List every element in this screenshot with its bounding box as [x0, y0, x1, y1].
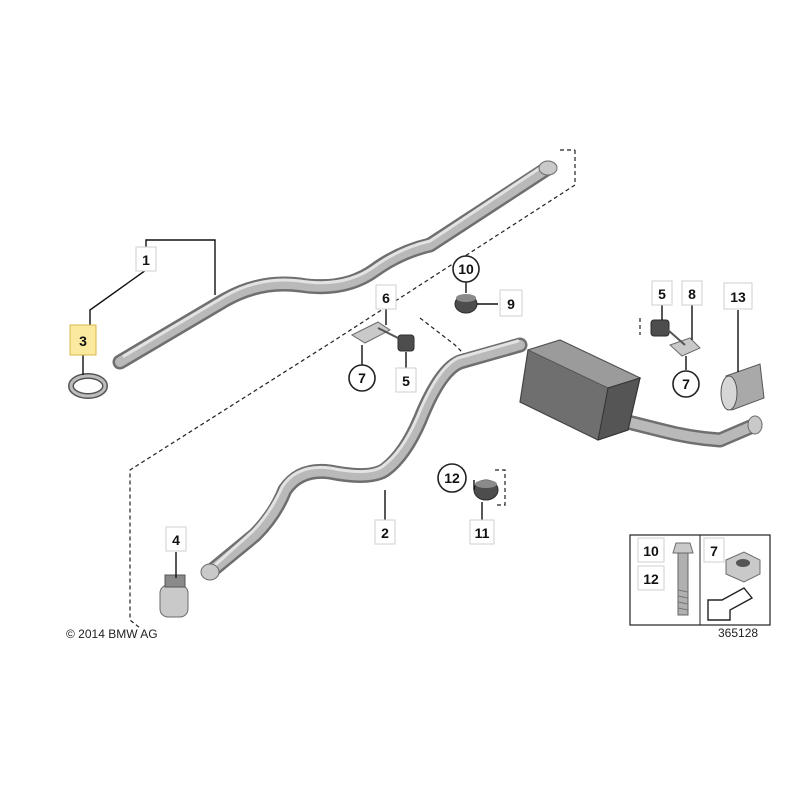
- callout-11[interactable]: 11: [469, 519, 495, 545]
- clamp-with-bolts[interactable]: [159, 574, 189, 618]
- rubber-mount-left[interactable]: [397, 334, 415, 352]
- front-pipe[interactable]: [112, 160, 558, 370]
- callout-1[interactable]: 1: [135, 246, 157, 272]
- rubber-mount-lower[interactable]: [473, 479, 499, 501]
- bracket-right[interactable]: [650, 319, 701, 357]
- center-pipe[interactable]: [200, 337, 528, 581]
- svg-text:12: 12: [444, 470, 460, 486]
- svg-text:13: 13: [730, 289, 746, 305]
- svg-text:11: 11: [475, 525, 490, 541]
- diagram-number: 365128: [718, 626, 758, 640]
- callout-7-right[interactable]: 7: [672, 370, 700, 398]
- svg-text:5: 5: [402, 373, 410, 389]
- legend-bolt-label-bottom: 12: [643, 571, 659, 587]
- svg-text:3: 3: [79, 333, 87, 349]
- pipe-end: [200, 563, 220, 581]
- svg-text:2: 2: [381, 525, 389, 541]
- callout-4[interactable]: 4: [165, 526, 187, 552]
- callout-3[interactable]: 3: [69, 324, 97, 356]
- callout-5-right[interactable]: 5: [651, 280, 673, 306]
- rubber-mount-center[interactable]: [454, 294, 478, 314]
- svg-text:5: 5: [658, 286, 666, 302]
- svg-text:10: 10: [458, 261, 474, 277]
- direction-arrow-icon: [707, 587, 754, 621]
- tailpipe-trim[interactable]: [720, 363, 765, 411]
- callout-12[interactable]: 12: [437, 463, 467, 493]
- callout-9[interactable]: 9: [499, 289, 523, 317]
- nut-icon: [725, 551, 761, 583]
- bolt-icon: [672, 542, 694, 616]
- legend-nut-label: 7: [710, 543, 718, 559]
- svg-text:6: 6: [382, 290, 390, 306]
- callout-6[interactable]: 6: [375, 284, 397, 310]
- svg-text:7: 7: [682, 376, 690, 392]
- svg-text:8: 8: [688, 286, 696, 302]
- svg-text:7: 7: [358, 370, 366, 386]
- rear-muffler[interactable]: [519, 339, 763, 448]
- callout-13[interactable]: 13: [723, 282, 753, 310]
- callout-7-left[interactable]: 7: [348, 364, 376, 392]
- callout-5-left[interactable]: 5: [395, 367, 417, 393]
- bracket-left[interactable]: [350, 321, 415, 352]
- pipe-clamp[interactable]: [68, 373, 108, 399]
- callout-8[interactable]: 8: [681, 280, 703, 306]
- pipe-end: [538, 160, 558, 176]
- callout-10[interactable]: 10: [452, 255, 480, 283]
- svg-text:4: 4: [172, 532, 180, 548]
- rubber-mount-right[interactable]: [650, 319, 670, 337]
- fastener-legend: 10 12 7: [629, 534, 771, 626]
- svg-text:9: 9: [507, 296, 515, 312]
- callout-2[interactable]: 2: [374, 519, 396, 545]
- copyright-text: © 2014 BMW AG: [66, 627, 158, 641]
- svg-text:1: 1: [142, 252, 150, 268]
- legend-bolt-label-top: 10: [643, 543, 659, 559]
